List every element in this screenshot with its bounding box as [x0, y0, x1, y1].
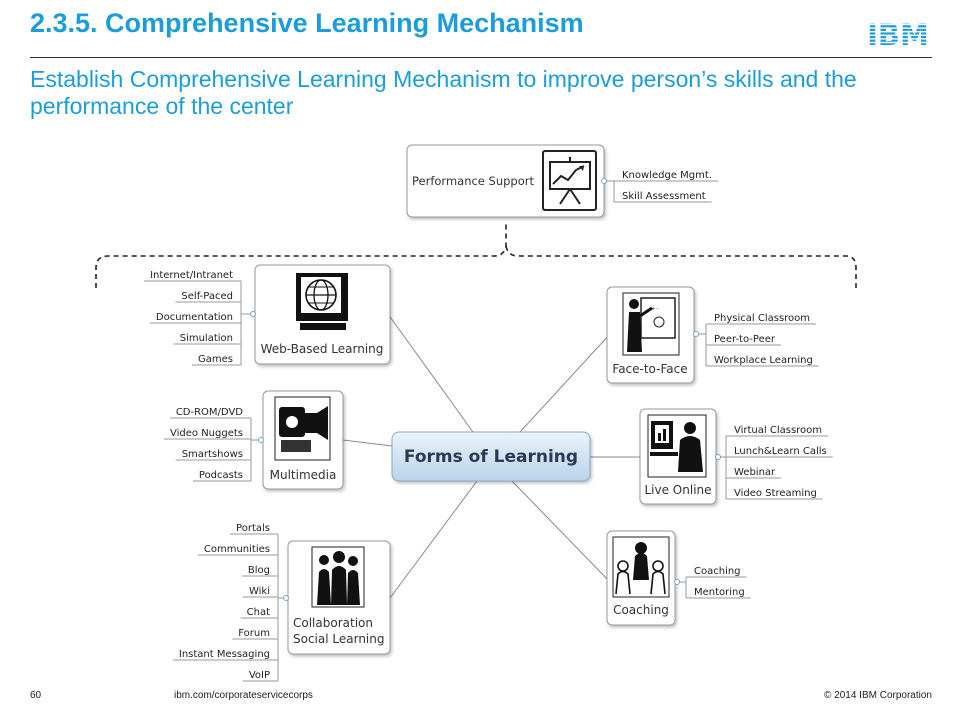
collaboration-node: Collaboration Social Learning — [287, 540, 391, 655]
list-item: Physical Classroom — [714, 313, 810, 324]
list-item: Peer-to-Peer — [714, 334, 776, 345]
performance-support-node: Performance Support — [406, 144, 605, 218]
person-computer-icon — [647, 414, 707, 478]
list-item: Lunch&Learn Calls — [734, 446, 827, 457]
footer-url: ibm.com/corporateservicecorps — [174, 690, 313, 701]
coaching-label: Coaching — [613, 603, 669, 617]
list-item: Coaching — [694, 566, 741, 577]
svg-text:+ -: + - — [651, 306, 659, 312]
list-item: Webinar — [734, 467, 776, 478]
page-title: 2.3.5. Comprehensive Learning Mechanism — [30, 8, 584, 38]
list-item: Blog — [248, 565, 270, 576]
computer-globe-icon — [293, 271, 351, 331]
page-subtitle: Establish Comprehensive Learning Mechani… — [30, 66, 857, 119]
footer-copyright: © 2014 IBM Corporation — [824, 690, 932, 701]
web-based-learning-label: Web-Based Learning — [261, 342, 384, 356]
live-online-label: Live Online — [644, 483, 711, 497]
face-to-face-node: Face-to-Face + - — [606, 286, 695, 384]
social-learning-label: Social Learning — [293, 632, 385, 646]
list-item: Documentation — [156, 312, 233, 323]
list-item: Wiki — [249, 586, 270, 597]
multimedia-node: Multimedia — [262, 390, 344, 490]
list-item: Video Nuggets — [170, 428, 243, 439]
collaboration-label: Collaboration — [293, 616, 373, 630]
list-item: Instant Messaging — [179, 649, 270, 660]
web-based-learning-node: Web-Based Learning — [254, 264, 391, 365]
list-item: Portals — [236, 523, 270, 534]
list-item: CD-ROM/DVD — [176, 407, 243, 418]
list-item: Podcasts — [199, 470, 243, 481]
svg-text:IBM: IBM — [867, 18, 929, 48]
list-item: Workplace Learning — [714, 355, 813, 366]
multimedia-items: CD-ROM/DVD Video NuggetsSmartshowsPodcast… — [164, 407, 264, 482]
center-node: Forms of Learning — [391, 431, 591, 482]
coach-group-icon — [612, 536, 670, 598]
list-item: Virtual Classroom — [734, 425, 822, 436]
list-item: Games — [198, 354, 233, 365]
face-to-face-items: Physical ClassroomPeer-to-PeerWorkplace … — [693, 313, 819, 367]
teacher-whiteboard-icon: + - — [622, 292, 680, 356]
list-item: Internet/Intranet — [150, 270, 233, 281]
list-item: Self-Paced — [181, 291, 233, 302]
people-group-icon — [311, 546, 365, 608]
list-item: Skill Assessment — [622, 191, 706, 202]
presentation-chart-icon — [542, 150, 597, 211]
performance-support-items: Knowledge Mgmt. Skill Assessment — [601, 170, 718, 203]
dashed-bracket — [95, 222, 857, 288]
multimedia-label: Multimedia — [270, 468, 337, 482]
collaboration-items: PortalsCommunitiesBlogWikiChatForumInsta… — [172, 523, 289, 682]
list-item: Communities — [204, 544, 270, 555]
list-item: Smartshows — [182, 449, 243, 460]
list-item: Chat — [247, 607, 270, 618]
list-item: Video Streaming — [734, 488, 817, 499]
list-item: Mentoring — [694, 587, 745, 598]
list-item: VoIP — [249, 670, 270, 681]
live-online-node: Live Online — [639, 408, 717, 505]
coaching-node: Coaching — [606, 530, 676, 626]
web-based-learning-items: Internet/IntranetSelf-PacedDocumentation… — [144, 270, 256, 366]
ibm-logo: IBM — [867, 18, 929, 48]
title-divider — [30, 57, 932, 58]
list-item: Knowledge Mgmt. — [622, 170, 712, 181]
page-number: 60 — [30, 690, 42, 701]
list-item: Forum — [238, 628, 270, 639]
list-item: Simulation — [180, 333, 233, 344]
performance-support-label: Performance Support — [412, 174, 534, 188]
video-camera-icon — [274, 396, 331, 461]
spoke-lines — [342, 313, 640, 599]
center-label: Forms of Learning — [404, 447, 578, 467]
face-to-face-label: Face-to-Face — [612, 362, 687, 376]
